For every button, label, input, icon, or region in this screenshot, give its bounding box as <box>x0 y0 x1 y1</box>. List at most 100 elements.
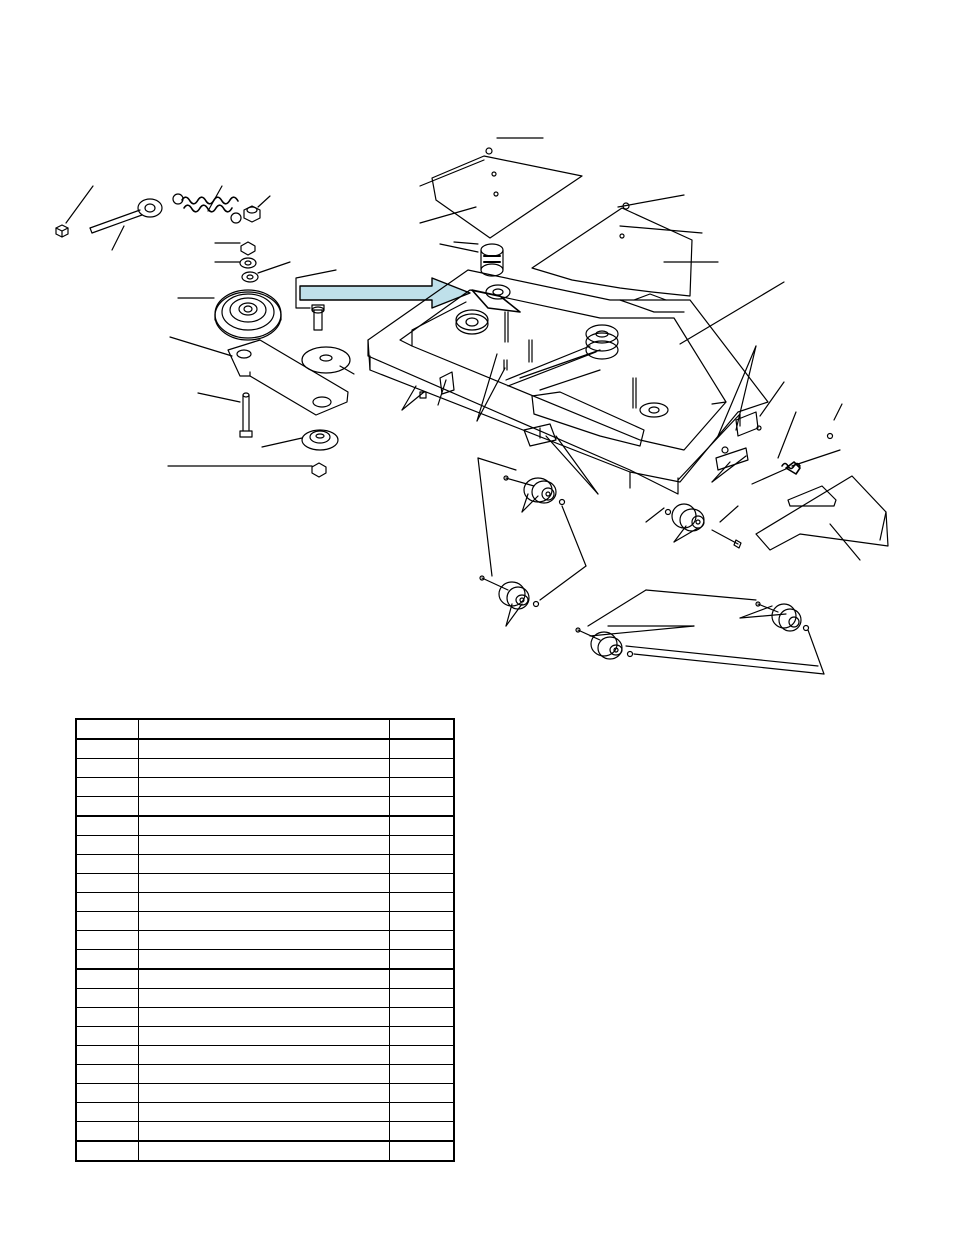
exploded-parts-diagram <box>55 137 889 675</box>
spacer <box>241 271 259 283</box>
table-row <box>75 1045 455 1065</box>
parts-cell <box>75 1064 139 1084</box>
leader-roller-rear-g <box>807 629 825 675</box>
parts-cell <box>388 1007 455 1027</box>
leader-front-center-b <box>555 435 599 495</box>
parts-cell <box>137 1045 390 1065</box>
flat-washer-small <box>239 257 257 269</box>
parts-cell <box>137 1007 390 1027</box>
leader-roller-bolt <box>477 457 493 577</box>
parts-cell <box>388 930 455 950</box>
leader-rear-hanger-d <box>711 455 747 483</box>
leader-roller-rf-b <box>673 527 699 543</box>
parts-cell <box>75 911 139 931</box>
parts-cell <box>137 738 390 759</box>
idler-arm <box>227 339 349 416</box>
parts-cell <box>75 949 139 970</box>
leader-rear-hanger-a <box>717 345 757 437</box>
leader-eye-bolt <box>111 225 125 251</box>
table-row <box>75 988 455 1008</box>
table-row <box>75 758 455 778</box>
table-row <box>75 1102 455 1122</box>
parts-cell <box>388 968 455 989</box>
roller-rear-left <box>575 627 634 660</box>
leader-chute-spring <box>777 411 797 459</box>
roller-right-front <box>664 503 742 549</box>
leader-roller-ml-a <box>505 603 513 627</box>
parts-cell <box>75 815 139 836</box>
parts-cell <box>388 815 455 836</box>
parts-cell <box>75 1045 139 1065</box>
leader-cover-left-b <box>419 206 477 224</box>
leader-deck <box>679 281 785 345</box>
leader-roller-nut-b <box>539 565 587 601</box>
parts-cell <box>388 1083 455 1103</box>
leader-cover-right-b <box>619 225 703 234</box>
parts-cell <box>75 777 139 797</box>
leader-lock-nut <box>257 195 271 208</box>
parts-cell <box>388 892 455 912</box>
table-row <box>75 835 455 855</box>
rear-hanger-right <box>715 411 762 471</box>
parts-cell <box>137 930 390 950</box>
parts-cell <box>75 1026 139 1046</box>
bushing-flange <box>301 429 339 451</box>
parts-cell <box>137 854 390 874</box>
front-hanger-center <box>523 423 557 447</box>
spindle-idler-pulley <box>480 243 504 277</box>
parts-cell <box>388 1026 455 1046</box>
right-spindle <box>639 402 669 418</box>
parts-cell <box>75 892 139 912</box>
parts-cell <box>75 835 139 855</box>
leader-spindle-idler-b <box>453 241 479 245</box>
parts-cell <box>137 911 390 931</box>
leader-chute-pin-nut <box>833 403 843 421</box>
leader-cover-right-a <box>617 194 685 208</box>
parts-cell <box>137 873 390 893</box>
roller-mid-left <box>479 575 540 610</box>
table-row <box>75 1026 455 1046</box>
idler-pulley <box>214 289 282 341</box>
leader-chute <box>829 523 861 561</box>
eye-bolt <box>89 198 163 234</box>
bottom-nut <box>311 462 327 478</box>
leader-roller-rf-nut <box>645 507 665 523</box>
chute-spring <box>751 461 801 485</box>
leader-roller-rf-a <box>673 525 687 543</box>
parts-cell <box>75 854 139 874</box>
pivot-bolt <box>239 392 253 438</box>
leader-roller-fl-b <box>521 493 529 513</box>
parts-cell <box>137 1064 390 1084</box>
parts-cell <box>75 1140 139 1162</box>
table-row <box>75 949 455 970</box>
roller-rear-right <box>755 601 810 632</box>
front-hanger-left <box>419 371 455 399</box>
table-row <box>75 1007 455 1027</box>
leader-pivot-bolt <box>197 392 241 403</box>
table-row <box>75 815 455 836</box>
parts-cell <box>137 835 390 855</box>
parts-cell <box>388 949 455 970</box>
parts-cell <box>75 738 139 759</box>
shoulder-bolt <box>311 304 325 331</box>
parts-cell <box>388 796 455 817</box>
table-row <box>75 738 455 759</box>
parts-cell <box>75 1121 139 1142</box>
parts-cell <box>388 1121 455 1142</box>
parts-cell <box>137 1026 390 1046</box>
discharge-chute <box>755 475 889 551</box>
parts-cell <box>137 777 390 797</box>
leader-roller-rear-d <box>589 625 695 637</box>
parts-cell <box>388 738 455 759</box>
leader-deck-stud-b <box>476 367 506 422</box>
parts-table-header <box>75 718 455 740</box>
leader-roller-rear-a <box>587 589 647 627</box>
left-spindle-pulley <box>455 284 521 335</box>
center-spindle-pulley <box>585 324 619 360</box>
parts-cell <box>388 777 455 797</box>
leader-spacer <box>257 261 291 274</box>
parts-cell <box>75 796 139 817</box>
leader-roller-ml-b <box>505 603 523 627</box>
leader-cover-left-a <box>419 159 485 187</box>
parts-header-cell <box>137 718 390 740</box>
